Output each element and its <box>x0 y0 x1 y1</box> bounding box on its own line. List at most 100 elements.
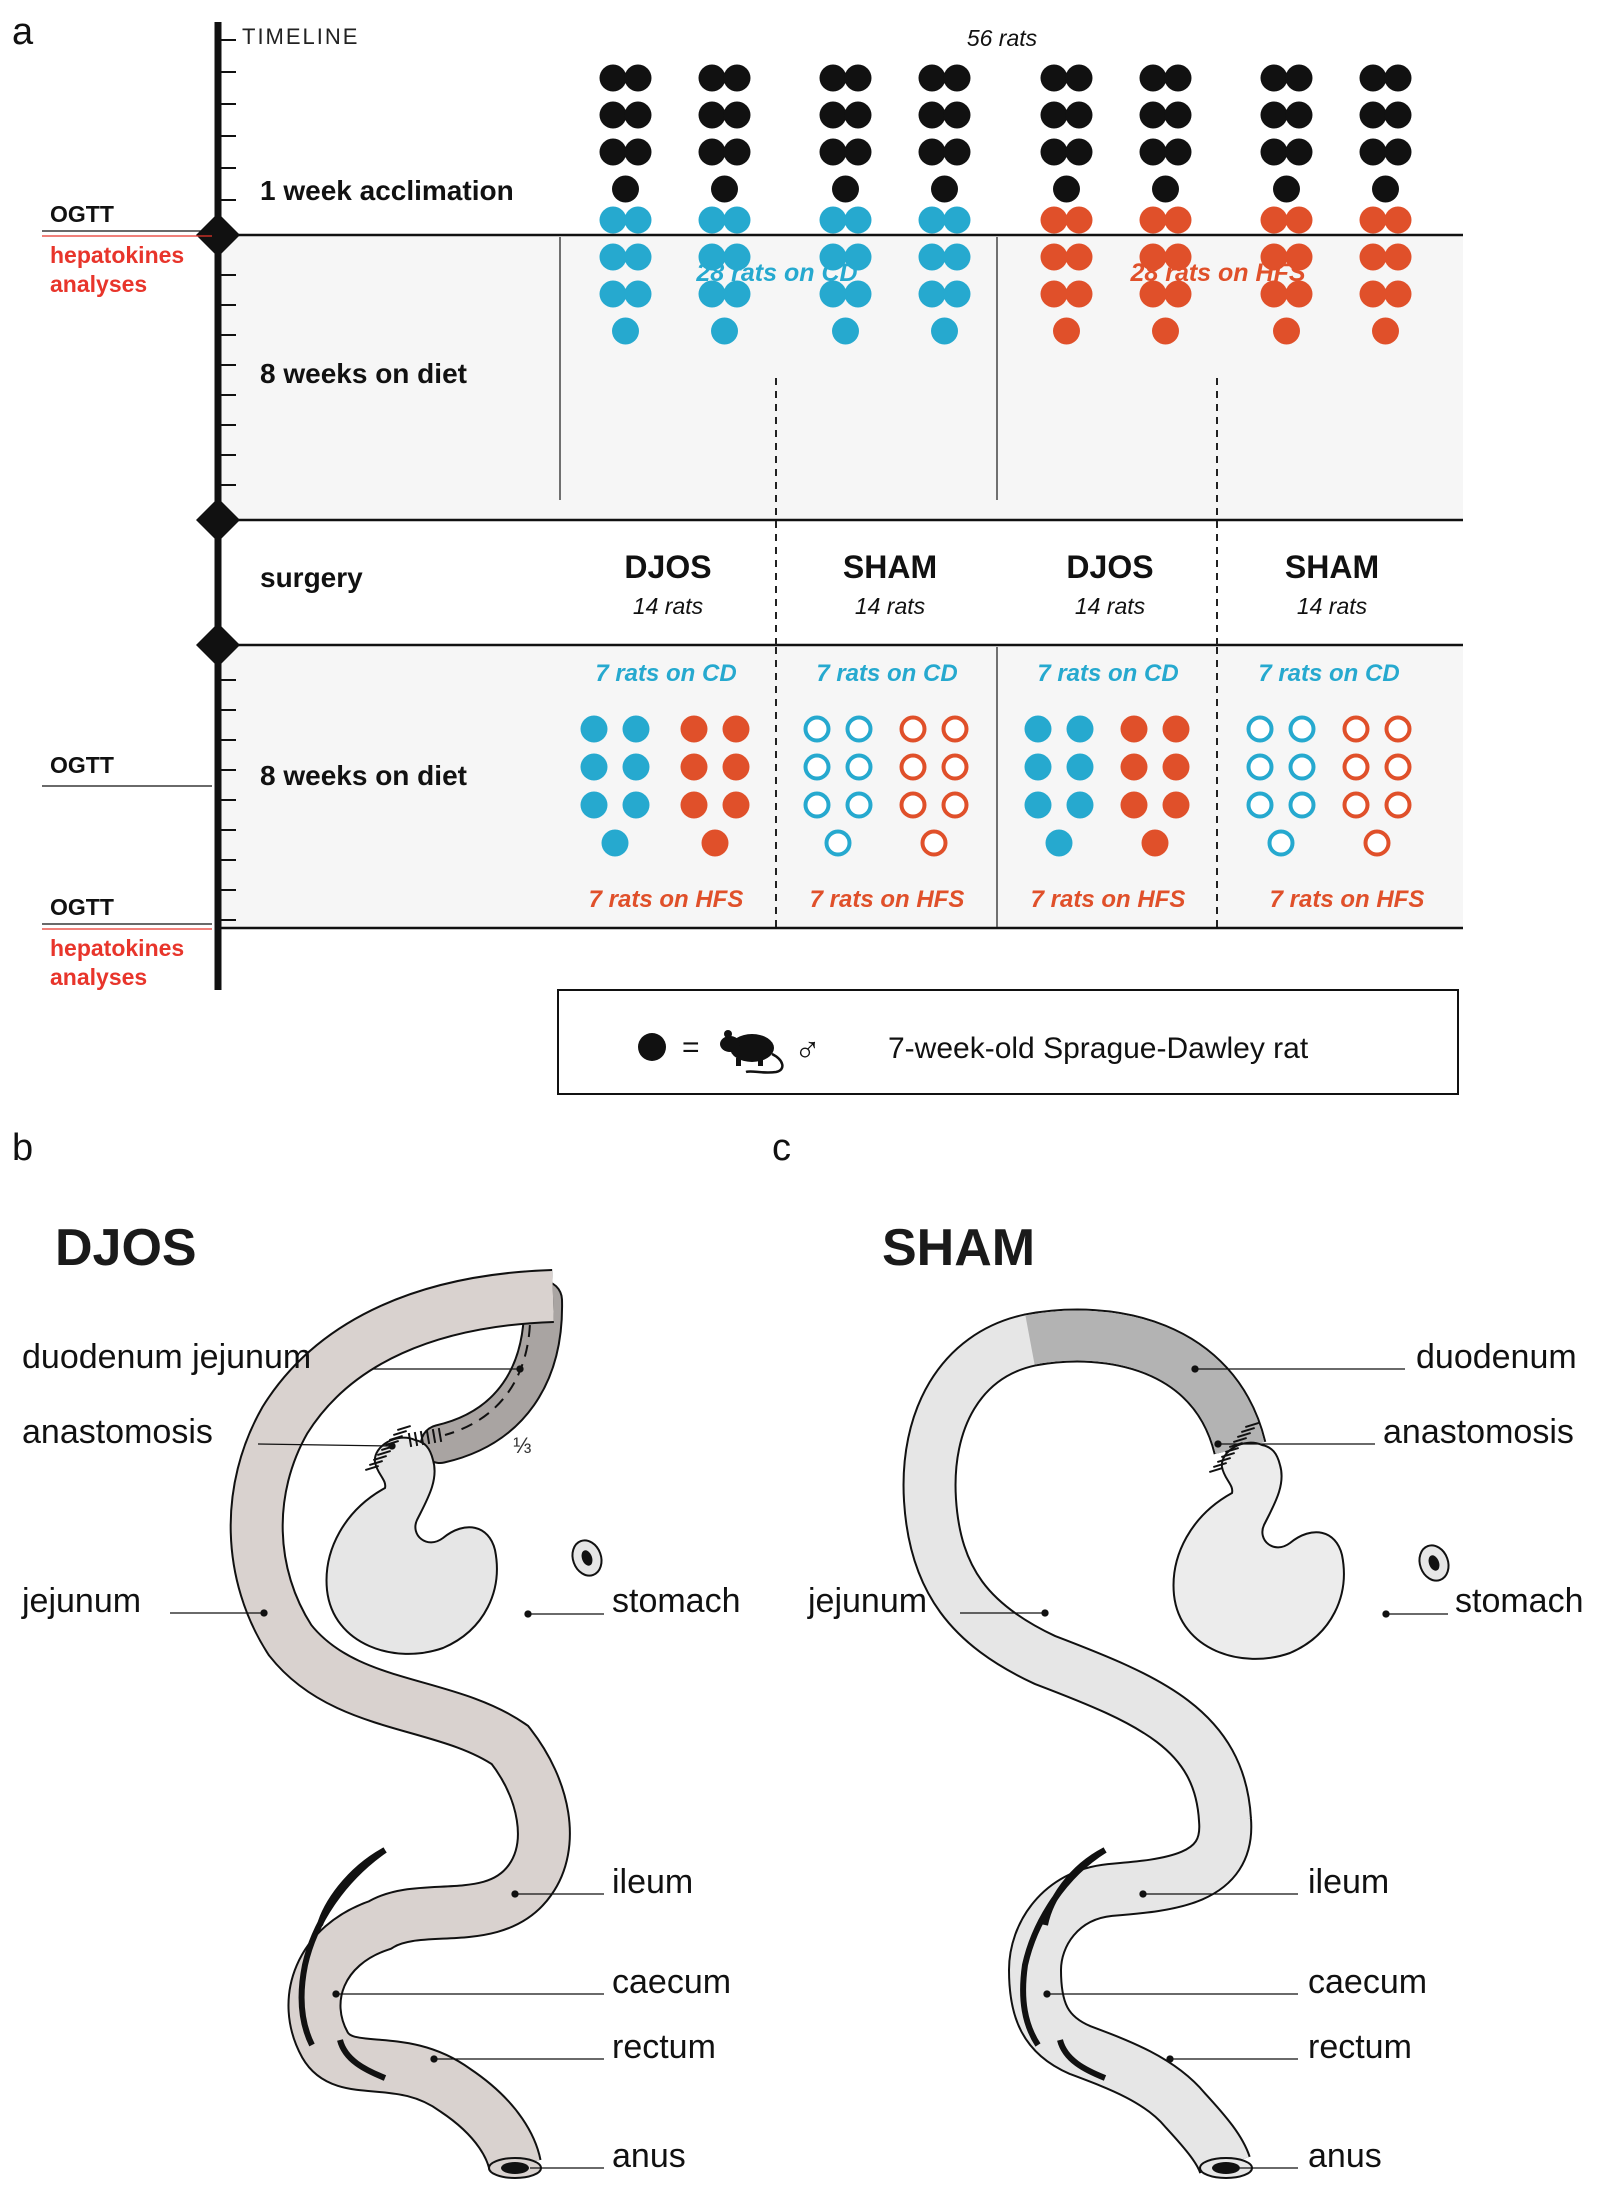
label-jejunum: jejunum <box>807 1582 927 1620</box>
rat-dot <box>1040 206 1068 234</box>
subgroup-cd-label: 7 rats on CD <box>595 660 736 687</box>
rat-dot <box>1045 829 1073 857</box>
rat-dot <box>722 715 750 743</box>
group-count: 14 rats <box>855 593 926 619</box>
intestine-b <box>257 1296 553 2178</box>
rat-dot <box>1285 280 1313 308</box>
rat-dot <box>918 101 946 129</box>
timeline-axis <box>196 22 240 990</box>
surgery-label: surgery <box>260 562 363 593</box>
rat-dots <box>580 64 1412 857</box>
rat-dot <box>1139 138 1167 166</box>
stitch <box>431 1428 437 1444</box>
milestone-diamond-1 <box>196 213 240 257</box>
rat-dot <box>1139 243 1167 271</box>
rat-dot-sham <box>899 791 927 819</box>
rat-dot <box>624 206 652 234</box>
subgroup-labels: 7 rats on CD 7 rats on CD 7 rats on CD 7… <box>589 660 1425 913</box>
rat-dot <box>599 280 627 308</box>
rat-dot-sham <box>1342 715 1370 743</box>
rat-dot <box>1053 317 1080 345</box>
rat-icon <box>720 1030 784 1074</box>
rat-dot <box>918 280 946 308</box>
rat-dot-sham <box>941 753 969 781</box>
rat-dot <box>622 791 650 819</box>
rat-dot <box>612 175 639 203</box>
rat-dot <box>943 138 971 166</box>
label-rectum: rectum <box>612 2028 716 2066</box>
stitch <box>1233 1436 1247 1444</box>
label-anastomosis: anastomosis <box>22 1413 213 1451</box>
rat-dot <box>1359 64 1387 92</box>
panel-c: c SHAM duodenum anastomosis jejunum stom… <box>772 1127 1584 2178</box>
total-rats-label: 56 rats <box>967 25 1038 51</box>
hepatokines-label-1b: analyses <box>50 271 147 297</box>
legend-equals: = <box>682 1031 700 1064</box>
rat-dot <box>1065 206 1093 234</box>
group-name: DJOS <box>624 549 711 585</box>
rat-dot <box>844 138 872 166</box>
rat-dot <box>1024 753 1052 781</box>
rat-dot <box>918 138 946 166</box>
rat-dot <box>1065 243 1093 271</box>
subgroup-hfs-label: 7 rats on HFS <box>810 886 965 913</box>
label-jejunum: jejunum <box>21 1582 141 1620</box>
hepatokines-label-1a: hepatokines <box>50 242 184 268</box>
rat-dot <box>918 243 946 271</box>
rat-dot <box>1260 206 1288 234</box>
rat-dot <box>819 101 847 129</box>
panel-c-title: SHAM <box>882 1219 1035 1277</box>
rat-dot-sham <box>899 715 927 743</box>
rat-dot-sham <box>803 791 831 819</box>
rat-dot <box>599 138 627 166</box>
rat-dot <box>698 64 726 92</box>
rat-dot-sham <box>1267 829 1295 857</box>
panel-b-label: b <box>12 1127 33 1169</box>
rat-dot <box>844 206 872 234</box>
rat-dot <box>1164 64 1192 92</box>
rat-dot <box>1285 243 1313 271</box>
rat-dot <box>1066 791 1094 819</box>
rat-dot <box>1384 138 1412 166</box>
left-annotations: OGTT hepatokines analyses OGTT OGTT hepa… <box>42 201 212 990</box>
rat-dot <box>1260 243 1288 271</box>
label-ileum: ileum <box>612 1863 693 1901</box>
intestine-c <box>930 1336 1252 2178</box>
stitch <box>397 1424 411 1432</box>
rat-dot <box>844 64 872 92</box>
rat-dot <box>918 206 946 234</box>
rat-dot <box>599 206 627 234</box>
fraction-label: ⅓ <box>513 1433 531 1458</box>
rat-dot <box>723 243 751 271</box>
stitch <box>377 1449 391 1457</box>
rat-dot <box>1120 791 1148 819</box>
rat-dot-sham <box>845 791 873 819</box>
rat-dot <box>1120 753 1148 781</box>
rat-dot <box>701 829 729 857</box>
rat-dot <box>918 64 946 92</box>
stitch <box>369 1459 383 1467</box>
stomach-c <box>1172 1441 1345 1660</box>
rat-dot <box>622 715 650 743</box>
rat-dot <box>601 829 629 857</box>
rat-dot <box>1260 101 1288 129</box>
rat-dot <box>1162 791 1190 819</box>
rat-dot <box>1066 753 1094 781</box>
group-name: SHAM <box>1285 549 1379 585</box>
rat-dot-sham <box>1246 753 1274 781</box>
rat-dot <box>1260 64 1288 92</box>
ogtt-label-1: OGTT <box>50 201 114 227</box>
group-count: 14 rats <box>1297 593 1368 619</box>
rat-dot <box>1040 280 1068 308</box>
rat-dot-sham <box>1288 791 1316 819</box>
rat-dot <box>819 138 847 166</box>
panel-c-label: c <box>772 1127 791 1169</box>
stitch <box>419 1430 425 1446</box>
rat-dot <box>1384 206 1412 234</box>
panel-b-leaders <box>170 1365 604 2169</box>
rat-dot-sham <box>1246 791 1274 819</box>
rat-dot <box>680 715 708 743</box>
rat-dot <box>1359 138 1387 166</box>
rat-dot <box>1372 175 1399 203</box>
rat-dot <box>1359 280 1387 308</box>
